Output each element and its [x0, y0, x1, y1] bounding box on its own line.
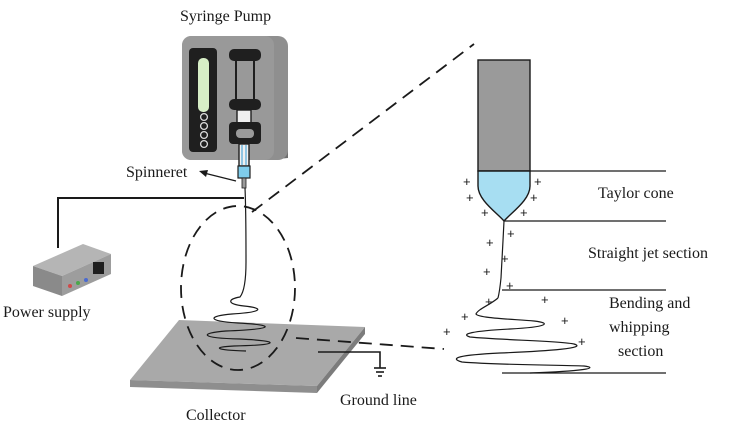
zoom-line-top — [251, 43, 475, 213]
power-supply — [33, 244, 111, 296]
charge-15: + — [561, 313, 569, 328]
fiber-jet — [206, 187, 271, 352]
bending-label-line-2: whipping — [609, 319, 669, 336]
power-supply-label: Power supply — [3, 304, 91, 321]
bending-label-line-1: Bending and — [609, 295, 690, 312]
syringe-lower — [238, 143, 250, 167]
collector-top — [130, 320, 365, 386]
syringe-barrel — [236, 109, 252, 125]
ground-line-label: Ground line — [340, 392, 417, 409]
spinneret-arrow-line — [203, 172, 237, 182]
spinneret-label: Spinneret — [126, 164, 188, 181]
whipping-jet — [455, 297, 591, 374]
taylor-cone-label: Taylor cone — [598, 185, 674, 202]
pump-holder-window — [236, 129, 254, 138]
power-supply-front — [33, 266, 62, 296]
bending-label-line-3: section — [618, 343, 663, 360]
spinneret-needle — [241, 177, 247, 189]
charge-5: + — [530, 190, 538, 205]
charge-2: + — [466, 190, 474, 205]
whipping-zoom-circle — [180, 205, 296, 371]
charge-3: + — [481, 205, 489, 220]
collector-front — [130, 380, 317, 393]
charge-14: + — [461, 309, 469, 324]
charge-10: + — [483, 264, 491, 279]
straight-jet-label: Straight jet section — [588, 245, 708, 262]
pump-button-4 — [199, 139, 209, 149]
charge-16: + — [443, 324, 451, 339]
pump-button-3 — [199, 130, 209, 140]
charge-6: + — [520, 205, 528, 220]
collector-side — [317, 327, 365, 393]
collector-label: Collector — [186, 407, 246, 424]
pump-button-1 — [199, 112, 209, 122]
charge-1: + — [463, 174, 471, 189]
power-supply-display — [93, 262, 104, 274]
charge-13: + — [541, 292, 549, 307]
syringe-tip-fluid — [237, 165, 251, 179]
power-supply-knob-red — [68, 284, 72, 288]
charge-4: + — [534, 174, 542, 189]
straight-jet — [497, 220, 505, 299]
syringe-pump — [182, 36, 288, 189]
collector — [130, 320, 365, 393]
pump-top-clamp — [229, 49, 261, 61]
syringe-pump-label: Syringe Pump — [180, 8, 271, 25]
charge-11: + — [506, 278, 514, 293]
power-supply-top — [33, 244, 111, 276]
charge-8: + — [486, 235, 494, 250]
zoom-line-bottom — [295, 337, 445, 350]
charge-12: + — [485, 294, 493, 309]
zoomed-needle — [477, 59, 531, 172]
pump-button-2 — [199, 121, 209, 131]
ground-wire — [318, 351, 381, 368]
high-voltage-wire — [57, 197, 244, 248]
pump-display — [198, 58, 209, 112]
spinneret-arrow-head — [199, 170, 208, 177]
power-supply-knob-green — [76, 281, 80, 285]
power-supply-knob-blue — [84, 278, 88, 282]
charge-9: + — [501, 251, 509, 266]
pump-plunger-block — [229, 99, 261, 110]
zoomed-jet: + + + + + + + + + + + + + + + + + — [443, 59, 666, 374]
charge-7: + — [507, 226, 515, 241]
charge-17: + — [578, 334, 586, 349]
